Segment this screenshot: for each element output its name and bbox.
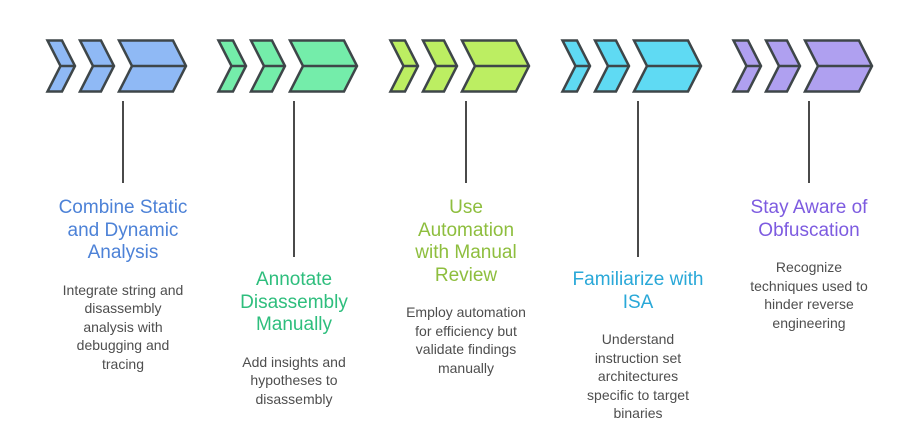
step-column-3: Use Automation with Manual Review Employ… [380, 0, 552, 443]
step-title: Familiarize with ISA [572, 269, 704, 313]
step-column-4: Familiarize with ISA Understand instruct… [552, 0, 724, 443]
step-description: Add insights and hypotheses to disassemb… [242, 353, 346, 407]
connector-line [808, 101, 810, 183]
step-column-1: Combine Static and Dynamic Analysis Inte… [37, 0, 209, 443]
step-textbox: Use Automation with Manual Review Employ… [383, 197, 549, 377]
step-title: Stay Aware of Obfuscation [750, 197, 868, 241]
step-title: Use Automation with Manual Review [415, 197, 517, 286]
step-title: Combine Static and Dynamic Analysis [58, 197, 188, 263]
step-textbox: Familiarize with ISA Understand instruct… [555, 269, 721, 423]
step-textbox: Annotate Disassembly Manually Add insigh… [211, 269, 377, 408]
connector-line [293, 101, 295, 257]
step-description: Employ automation for efficiency but val… [406, 304, 526, 376]
triple-chevron-icon [216, 39, 359, 93]
triple-chevron-icon [45, 39, 188, 93]
triple-chevron-icon [731, 39, 874, 93]
triple-chevron-icon [560, 39, 703, 93]
step-title: Annotate Disassembly Manually [240, 269, 348, 335]
step-description: Recognize techniques used to hinder reve… [750, 259, 868, 331]
step-description: Understand instruction set architectures… [587, 331, 689, 421]
step-textbox: Stay Aware of Obfuscation Recognize tech… [726, 197, 892, 332]
step-description: Integrate string and disassembly analysi… [62, 281, 184, 372]
step-column-5: Stay Aware of Obfuscation Recognize tech… [723, 0, 895, 443]
connector-line [465, 101, 467, 183]
step-column-2: Annotate Disassembly Manually Add insigh… [208, 0, 380, 443]
connector-line [637, 101, 639, 257]
triple-chevron-icon [388, 39, 531, 93]
connector-line [122, 101, 124, 183]
step-textbox: Combine Static and Dynamic Analysis Inte… [40, 197, 206, 373]
